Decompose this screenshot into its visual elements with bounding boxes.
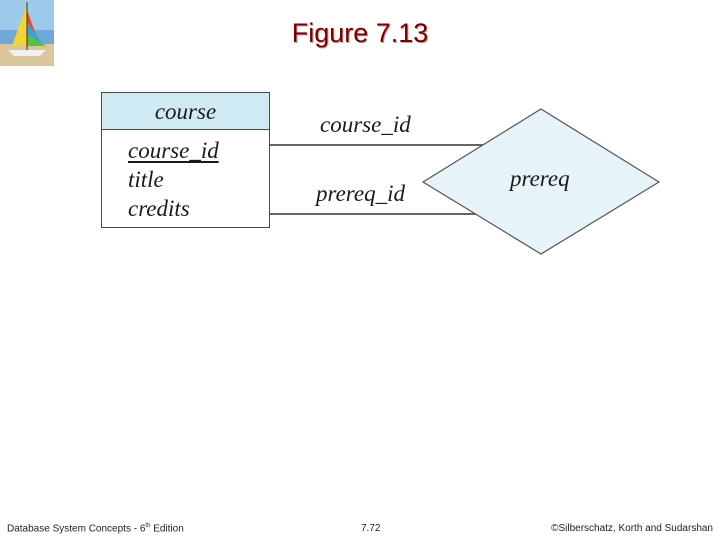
footer-copyright: ©Silberschatz, Korth and Sudarshan — [551, 523, 713, 534]
footer-page-number: 7.72 — [361, 523, 381, 534]
footer-edition-sup: th — [145, 523, 151, 529]
entity-course-attributes: course_id title credits — [101, 130, 270, 228]
footer-book-title-text: Database System Concepts - 6 — [7, 523, 146, 535]
attribute-credits: credits — [128, 196, 190, 221]
relationship-diamond — [421, 108, 661, 255]
footer-edition-text: Edition — [150, 523, 184, 535]
entity-course-header: course — [101, 92, 270, 130]
relationship-label-prereq: prereq — [510, 166, 570, 191]
sailboat-logo-icon — [0, 0, 54, 66]
attribute-title: title — [128, 167, 164, 192]
slide-title: Figure 7.13 — [291, 18, 429, 48]
role-label-prereq-id: prereq_id — [316, 181, 406, 206]
footer-book-title: Database System Concepts - 6th Edition — [7, 523, 184, 534]
attribute-course-id: course_id — [128, 138, 219, 163]
role-label-course-id: course_id — [320, 112, 411, 137]
